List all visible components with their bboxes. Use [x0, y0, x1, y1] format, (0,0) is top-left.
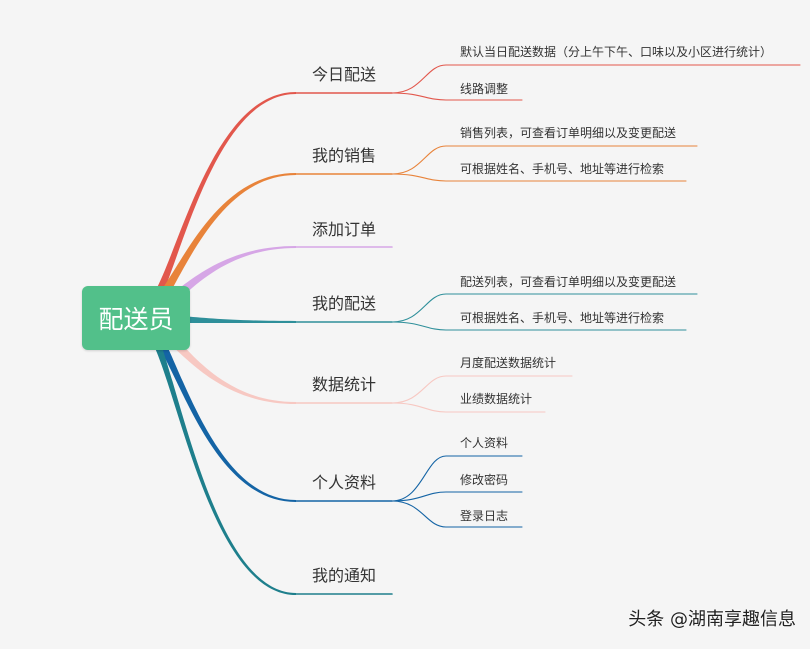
branch-today-delivery[interactable]: 今日配送 [311, 65, 376, 84]
leaf-change-password[interactable]: 修改密码 [460, 473, 509, 487]
branch-profile[interactable]: 个人资料 [311, 473, 376, 492]
leaf-connector [391, 92, 523, 101]
leaf-delivery-list[interactable]: 配送列表，可查看订单明细以及变更配送 [460, 275, 677, 289]
branch-my-delivery[interactable]: 我的配送 [311, 294, 376, 313]
leaf-monthly-stats[interactable]: 月度配送数据统计 [460, 356, 557, 370]
branch-notifications[interactable]: 我的通知 [311, 566, 376, 585]
leaf-connector [391, 293, 698, 323]
leaf-personal-info[interactable]: 个人资料 [460, 436, 509, 450]
leaf-connector [391, 145, 698, 175]
watermark: 头条 @湖南享趣信息 [628, 609, 796, 630]
branch-add-order[interactable]: 添加订单 [311, 220, 376, 239]
leaf-performance-stats[interactable]: 业绩数据统计 [460, 392, 533, 406]
root-node[interactable]: 配送员 [82, 286, 190, 350]
leaf-connector [391, 491, 523, 502]
leaf-sales-search[interactable]: 可根据姓名、手机号、地址等进行检索 [460, 162, 665, 176]
leaf-connector [391, 375, 573, 404]
leaf-connector [391, 500, 523, 528]
leaf-connector [391, 173, 687, 182]
leaf-login-log[interactable]: 登录日志 [460, 509, 509, 523]
leaf-connector [391, 402, 546, 413]
leaf-route-adjust[interactable]: 线路调整 [460, 82, 509, 96]
branch-statistics[interactable]: 数据统计 [311, 375, 376, 394]
leaf-connector [391, 64, 801, 94]
root-label: 配送员 [98, 305, 174, 334]
branch-my-sales[interactable]: 我的销售 [311, 146, 376, 165]
leaf-sales-list[interactable]: 销售列表，可查看订单明细以及变更配送 [460, 126, 677, 140]
leaf-today-default-data[interactable]: 默认当日配送数据（分上午下午、口味以及小区进行统计） [460, 45, 773, 59]
leaf-connector [391, 455, 523, 502]
leaf-delivery-search[interactable]: 可根据姓名、手机号、地址等进行检索 [460, 311, 665, 325]
leaf-connector [391, 321, 687, 331]
